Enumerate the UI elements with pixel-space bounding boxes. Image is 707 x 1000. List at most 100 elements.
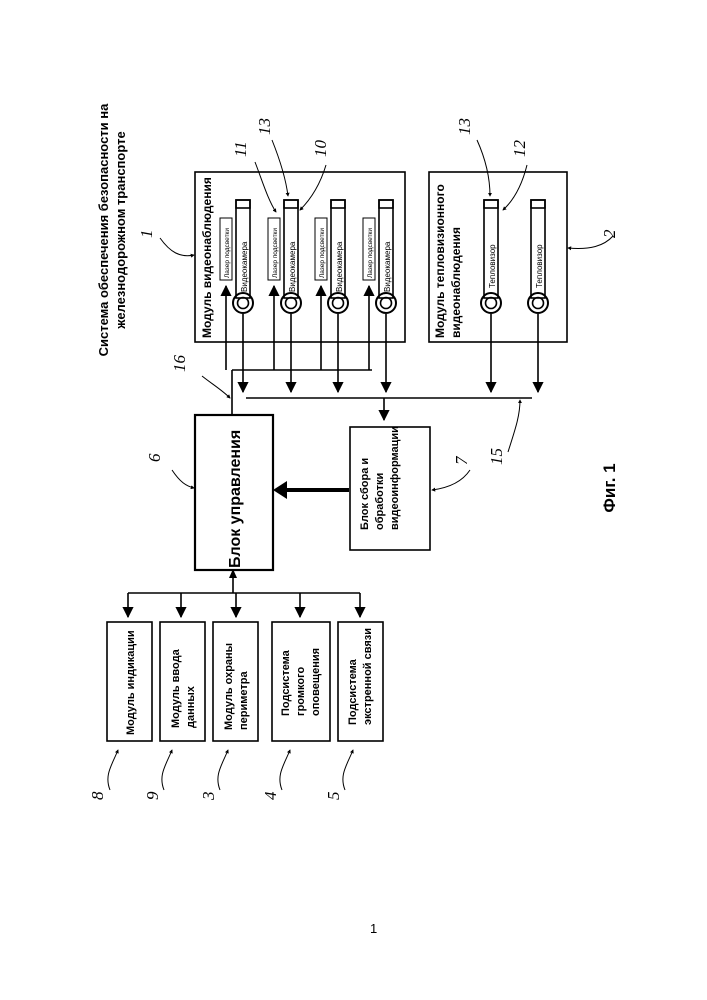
camera-lens-icon	[328, 293, 348, 313]
loudspeaker-label-2: громкого	[295, 666, 307, 716]
camera-unit: Лазер подсветки Видеокамера	[220, 200, 253, 313]
reference-leader	[160, 238, 194, 256]
camera-label: Видеокамера	[288, 241, 297, 292]
collect-label-1: Блок сбора и	[359, 458, 371, 530]
reference-7: 7	[432, 455, 471, 490]
reference-number: 10	[311, 140, 330, 158]
reference-number: 5	[324, 792, 343, 801]
loudspeaker-label-3: оповещения	[310, 648, 322, 716]
camera-cap	[284, 200, 298, 208]
reference-leader	[202, 376, 230, 398]
camera-label: Видеокамера	[335, 241, 344, 292]
reference-leader	[280, 750, 290, 790]
camera-cap	[379, 200, 393, 208]
camera-unit: Лазер подсветки Видеокамера	[268, 200, 301, 313]
page-number: 1	[370, 921, 377, 936]
reference-8: 8	[88, 750, 118, 800]
reference-15: 15	[487, 400, 520, 465]
reference-16: 16	[170, 355, 230, 399]
perimeter-label-1: Модуль охраны	[223, 643, 235, 730]
camera-lens-inner	[286, 298, 297, 309]
perimeter-label-2: периметра	[238, 671, 250, 730]
camera-lens-inner	[238, 298, 249, 309]
laser-label: Лазер подсветки	[319, 228, 326, 278]
collect-label-2: обработки	[374, 473, 386, 530]
reference-13: 13	[255, 118, 288, 196]
camera-lens-inner	[333, 298, 344, 309]
reference-number: 16	[170, 355, 189, 373]
loudspeaker-label-1: Подсистема	[280, 649, 292, 716]
camera-lens-icon	[281, 293, 301, 313]
reference-leader	[172, 470, 194, 488]
reference-12: 12	[503, 140, 529, 211]
collect-to-control-arrowhead	[273, 481, 287, 499]
laser-label: Лазер подсветки	[367, 228, 374, 278]
reference-10: 10	[300, 140, 330, 211]
camera-unit: Лазер подсветки Видеокамера	[315, 200, 348, 313]
reference-leader	[343, 750, 353, 790]
reference-leader	[508, 400, 520, 452]
reference-2: 2	[568, 229, 619, 249]
emergency-label-2: экстренной связи	[362, 628, 374, 725]
diagram-title: Система обеспечения безопасности на желе…	[96, 103, 128, 356]
camera-unit: Лазер подсветки Видеокамера	[363, 200, 396, 313]
title-line-2: железнодорожном транспорте	[113, 131, 128, 329]
reference-1: 1	[137, 230, 194, 256]
indication-module-label: Модуль индикации	[125, 630, 137, 735]
thermal-cap	[531, 200, 545, 208]
reference-leader	[108, 750, 118, 790]
reference-leader	[255, 162, 276, 212]
camera-cap	[236, 200, 250, 208]
video-module-label: Модуль видеонаблюдения	[200, 177, 214, 338]
collect-label-3: видеоинформации	[389, 426, 401, 530]
laser-label: Лазер подсветки	[224, 228, 231, 278]
camera-label: Видеокамера	[240, 241, 249, 292]
thermal-lens-icon	[481, 293, 501, 313]
thermal-module-label-1: Модуль тепловизионного	[433, 184, 447, 338]
reference-number: 7	[452, 455, 471, 465]
emergency-subsystem-box	[338, 622, 383, 741]
reference-number: 2	[600, 229, 619, 238]
reference-number: 13	[455, 118, 474, 135]
reference-5: 5	[324, 750, 353, 800]
camera-feed-lines	[243, 314, 538, 392]
reference-number: 13	[255, 118, 274, 135]
thermal-lens-inner	[533, 298, 544, 309]
reference-number: 12	[510, 140, 529, 158]
camera-lens-inner	[381, 298, 392, 309]
reference-3: 3	[199, 750, 228, 801]
data-input-label-1: Модуль ввода	[170, 648, 182, 728]
perimeter-module-box	[213, 622, 258, 741]
reference-4: 4	[261, 750, 290, 800]
reference-leader	[272, 140, 288, 196]
reference-13: 13	[455, 118, 490, 196]
laser-label: Лазер подсветки	[272, 228, 279, 278]
thermal-label: Тепловизор	[535, 244, 544, 288]
reference-6: 6	[145, 453, 194, 488]
reference-number: 6	[145, 453, 164, 462]
emergency-label-1: Подсистема	[347, 658, 359, 725]
reference-number: 3	[199, 792, 218, 802]
thermal-group: Тепловизор Тепловизор	[481, 200, 548, 313]
camera-cap	[331, 200, 345, 208]
reference-number: 15	[487, 448, 506, 465]
reference-leader	[162, 750, 172, 790]
thermal-cap	[484, 200, 498, 208]
data-input-module-box	[160, 622, 205, 741]
reference-number: 11	[231, 141, 250, 157]
thermal-lens-icon	[528, 293, 548, 313]
reference-leader	[432, 470, 470, 490]
thermal-lens-inner	[486, 298, 497, 309]
title-line-1: Система обеспечения безопасности на	[96, 103, 111, 356]
thermal-module-label-2: видеонаблюдения	[449, 227, 463, 338]
control-block-label: Блок управления	[227, 430, 244, 568]
reference-leader	[218, 750, 228, 790]
data-input-label-2: данных	[185, 685, 197, 728]
thermal-unit: Тепловизор	[481, 200, 501, 313]
thermal-unit: Тепловизор	[528, 200, 548, 313]
reference-number: 1	[137, 230, 156, 239]
camera-label: Видеокамера	[383, 241, 392, 292]
reference-number: 8	[88, 791, 107, 800]
reference-number: 4	[261, 791, 280, 800]
